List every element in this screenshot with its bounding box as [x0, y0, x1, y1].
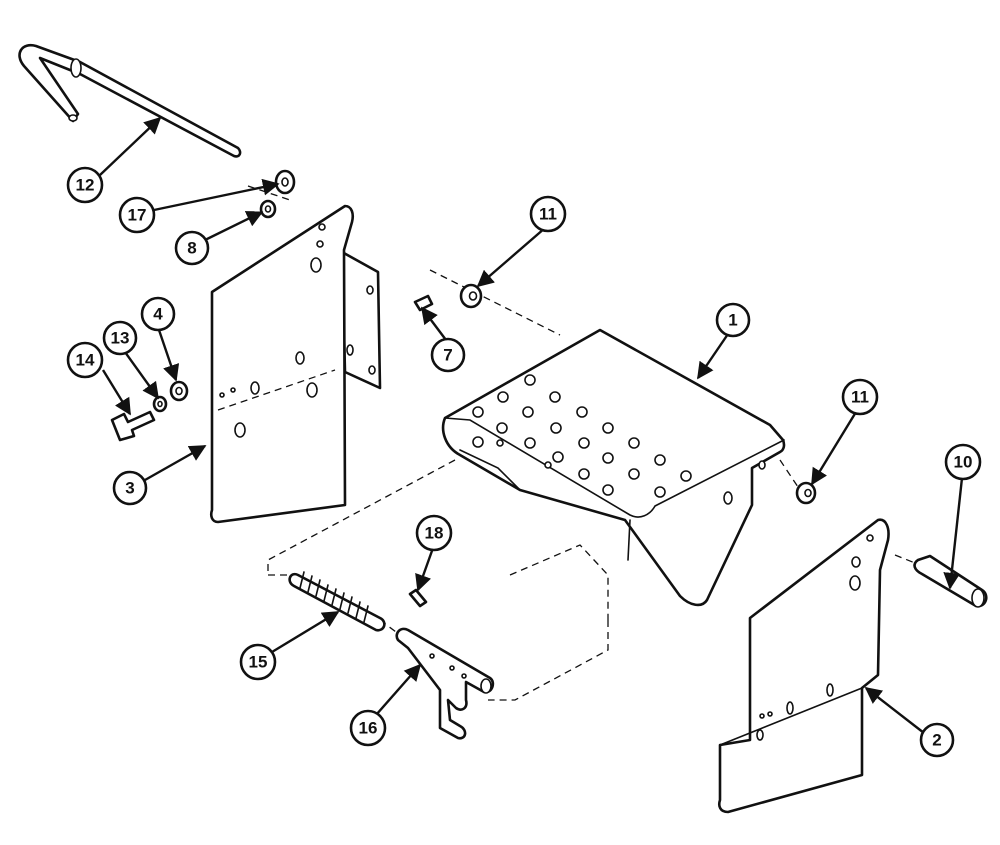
callout-1: 1	[715, 302, 751, 338]
svg-text:10: 10	[954, 453, 973, 472]
part-4-washer	[169, 380, 189, 402]
callout-3: 3	[112, 470, 148, 506]
callout-17: 16	[349, 709, 387, 747]
part-11-spacer-lower	[795, 481, 817, 505]
callout-2: 2	[919, 722, 955, 758]
svg-text:3: 3	[125, 479, 134, 498]
svg-text:12: 12	[76, 176, 95, 195]
svg-text:16: 16	[359, 719, 378, 738]
callout-18: 18	[415, 514, 453, 552]
callout-13: 13	[102, 320, 138, 356]
svg-text:1: 1	[728, 311, 737, 330]
callout-14: 14	[66, 341, 104, 379]
svg-text:18: 18	[425, 524, 444, 543]
svg-text:15: 15	[249, 653, 268, 672]
part-15-washer	[274, 169, 296, 195]
part-1-platform	[441, 328, 786, 607]
callout-11-lower: 11	[841, 378, 879, 416]
callout-4: 4	[140, 296, 176, 332]
part-8-nut	[259, 199, 277, 219]
svg-text:11: 11	[851, 388, 869, 407]
callout-11-upper: 11	[529, 195, 567, 233]
callout-15: 17	[118, 196, 156, 234]
part-12-pin	[18, 43, 242, 158]
part-14-bolt	[110, 410, 156, 442]
callouts: 12 17 8 11 7 1 11 10	[66, 166, 982, 758]
callout-10: 10	[944, 443, 982, 481]
callout-16: 15	[239, 643, 277, 681]
svg-text:8: 8	[187, 239, 196, 258]
platform-perforations	[472, 374, 692, 498]
svg-text:4: 4	[153, 305, 163, 324]
callout-8: 8	[174, 230, 210, 266]
svg-text:14: 14	[76, 351, 95, 370]
part-18-pin	[408, 588, 428, 608]
svg-text:13: 13	[111, 329, 130, 348]
part-16-spring	[288, 571, 386, 632]
part-3-bracket	[209, 204, 382, 524]
part-11-spacer-upper	[459, 283, 483, 309]
leader-lines	[99, 116, 964, 734]
svg-text:7: 7	[443, 346, 452, 365]
part-2-bracket	[717, 518, 890, 814]
part-13-lockwasher	[152, 395, 168, 413]
svg-text:11: 11	[539, 205, 557, 224]
part-17-shaft	[395, 627, 495, 740]
callout-12: 12	[66, 166, 104, 204]
svg-text:17: 17	[128, 206, 147, 225]
svg-text:2: 2	[932, 731, 941, 750]
callout-7: 7	[430, 337, 466, 373]
part-7-pin	[413, 294, 434, 312]
